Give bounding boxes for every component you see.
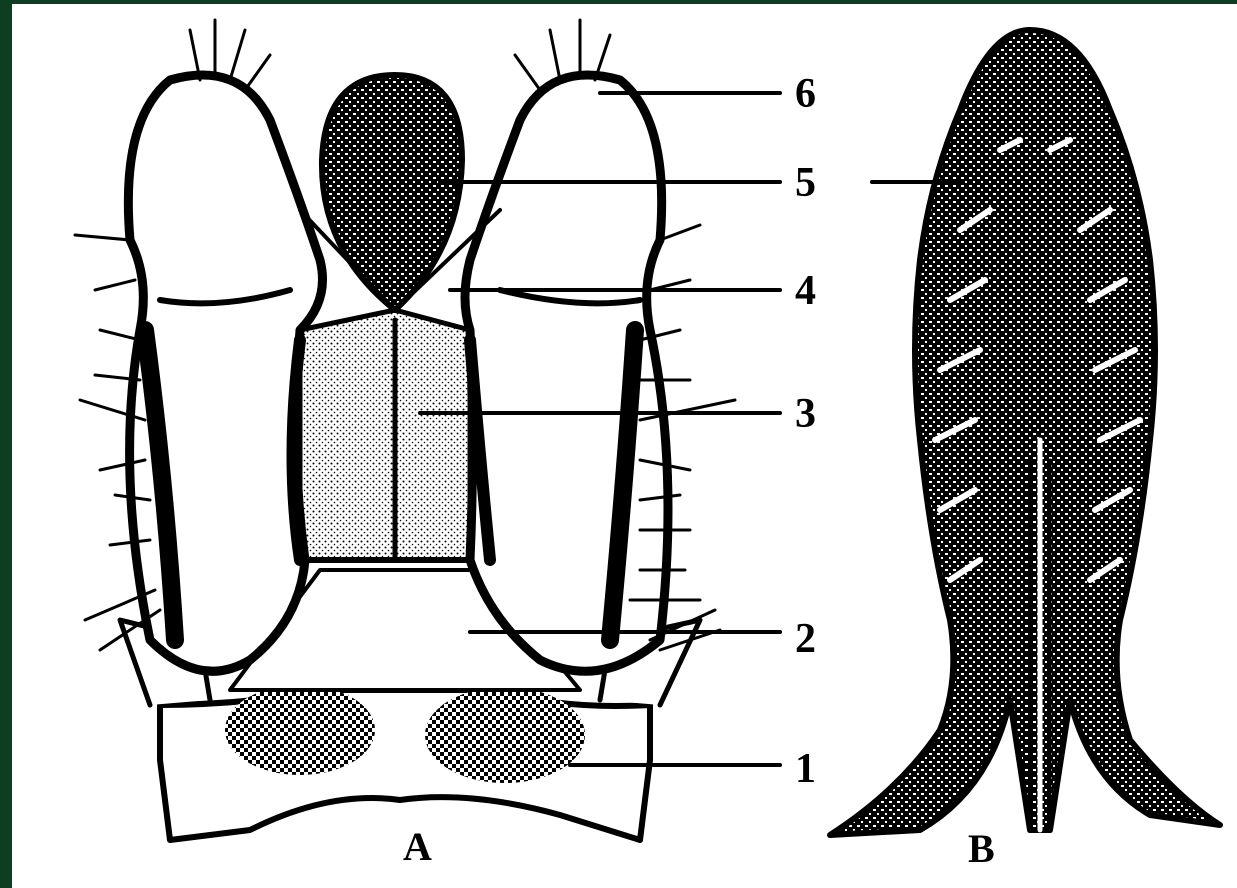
callout-6: 6: [795, 71, 816, 117]
callout-4: 4: [795, 268, 816, 314]
sensory-patch-left: [225, 685, 375, 775]
sensory-patch-right: [425, 687, 585, 783]
callout-2: 2: [795, 616, 816, 662]
figure-label-a: A: [403, 824, 432, 869]
central-column: [300, 310, 470, 560]
spike-body: [830, 30, 1220, 835]
callout-3: 3: [795, 391, 816, 437]
figure-label-b: B: [968, 826, 995, 871]
top-oval: [322, 75, 462, 310]
figure-b-drawing: [830, 30, 1220, 835]
figure-a-drawing: [75, 20, 780, 840]
callout-1: 1: [795, 746, 816, 792]
callout-labels: 6 5 4 3 2 1: [795, 71, 816, 792]
callout-5: 5: [795, 160, 816, 206]
